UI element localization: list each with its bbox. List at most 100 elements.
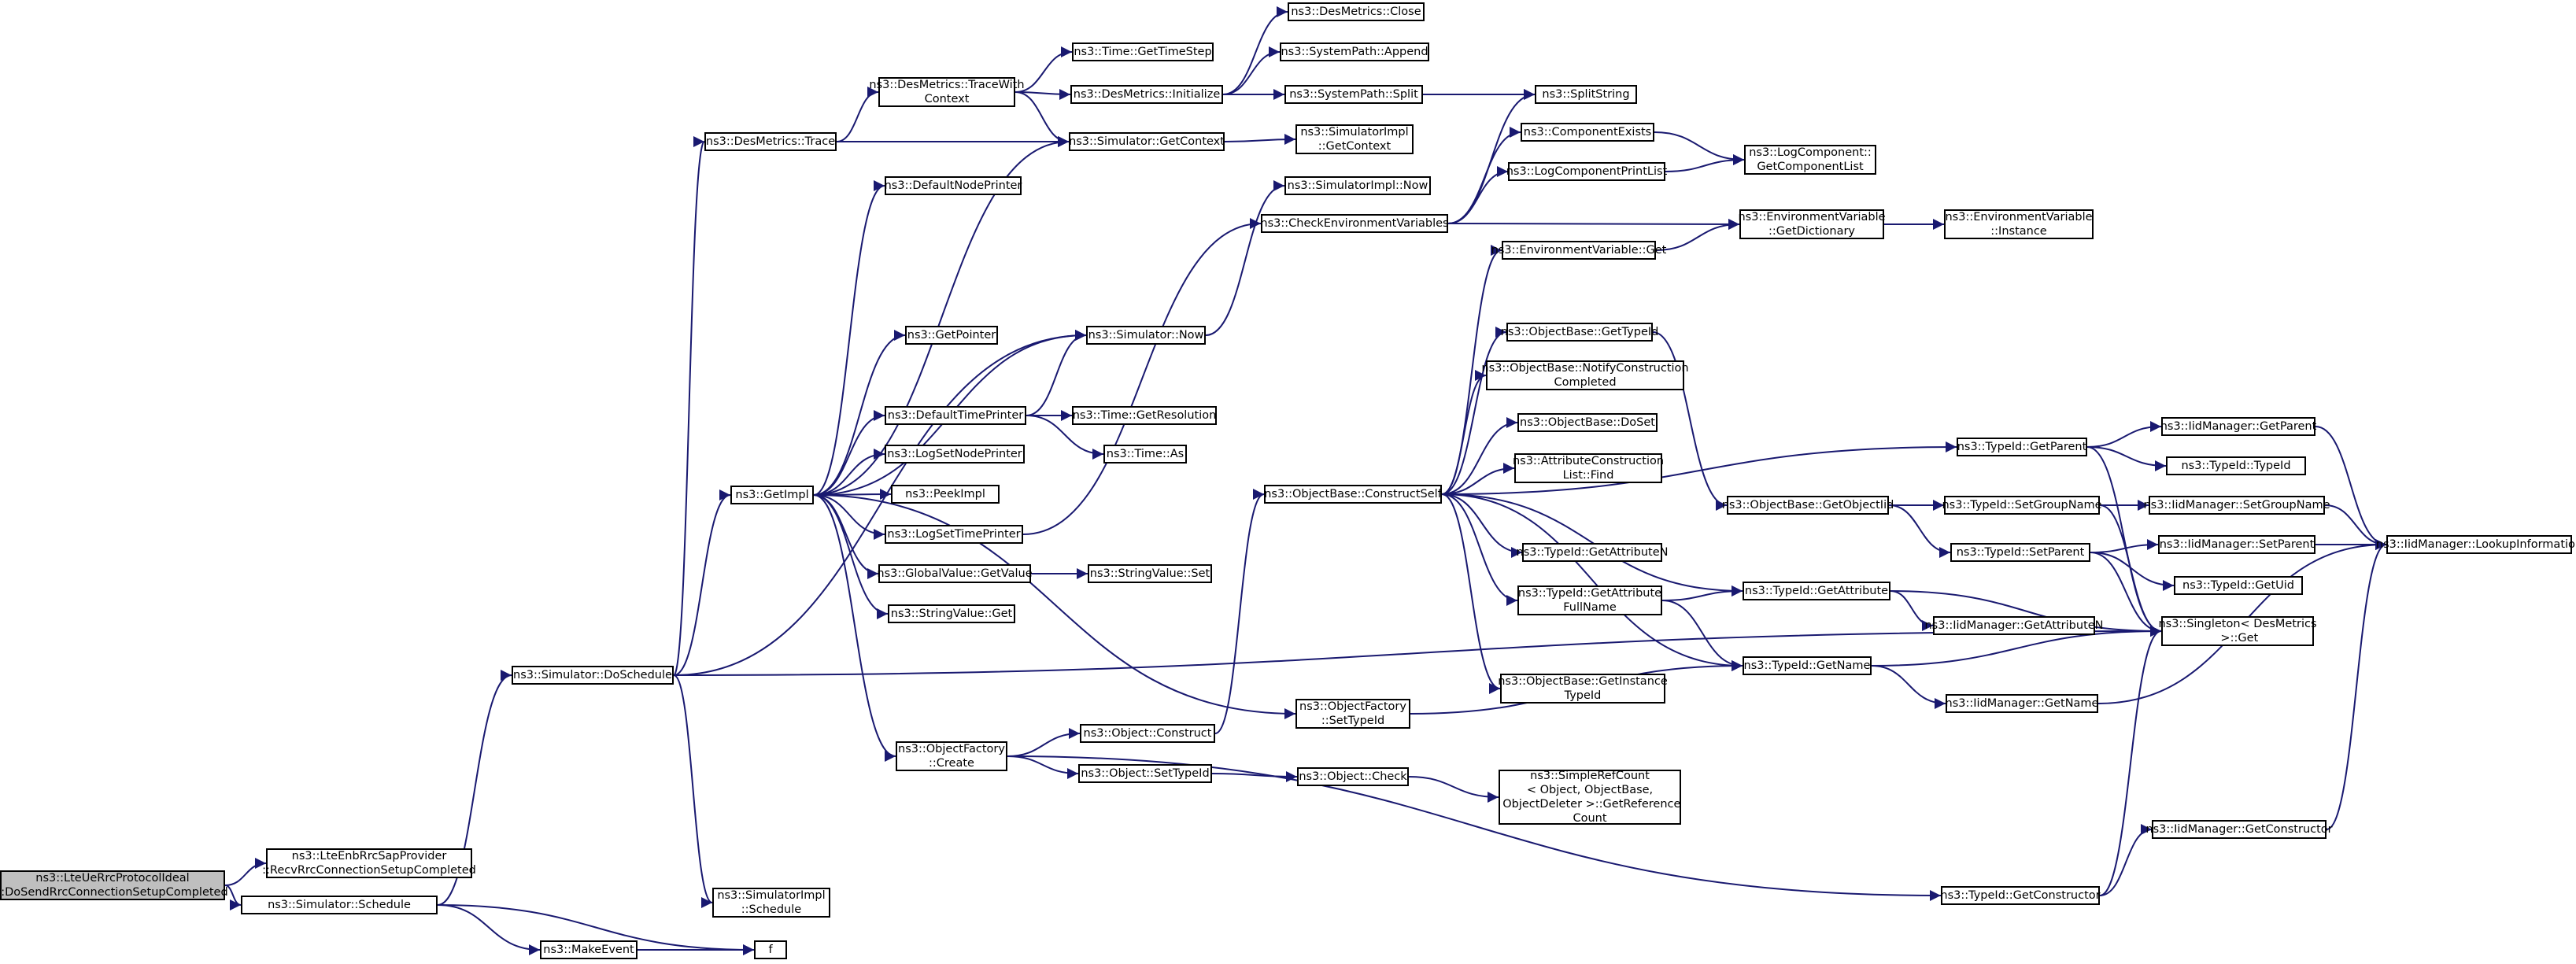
node-typeidsetgroupname[interactable]: ns3::TypeId::SetGroupName	[1942, 496, 2102, 515]
edge-typeidgetparent-to-typeidtypeid	[2086, 446, 2167, 471]
node-logcompgetlist[interactable]: ns3::LogComponent:: GetComponentList	[1744, 145, 1876, 175]
edge-doschedule-to-simimplsched	[673, 674, 713, 908]
edge-typeidgetname-to-iidmgrgetname	[1871, 665, 1946, 709]
node-objcheck[interactable]: ns3::Object::Check	[1297, 767, 1409, 786]
edge-objfactorycreate-to-objconstruct	[1007, 728, 1081, 757]
edge-tracewithctx-to-timegettimestep	[1015, 46, 1073, 93]
edge-compexists-to-logcompgetlist	[1654, 131, 1745, 165]
node-objbasedoset[interactable]: ns3::ObjectBase::DoSet	[1517, 413, 1658, 432]
node-logsettimeprinter[interactable]: ns3::LogSetTimePrinter	[885, 525, 1023, 544]
node-simimplnow[interactable]: ns3::SimulatorImpl::Now	[1284, 176, 1431, 195]
node-objconstruct[interactable]: ns3::Object::Construct	[1080, 724, 1215, 743]
node-tracewithctx[interactable]: ns3::DesMetrics::TraceWith Context	[869, 77, 1025, 107]
edge-typeidgetname-to-singletonget	[1871, 626, 2162, 667]
node-simgetcontext[interactable]: ns3::Simulator::GetContext	[1069, 132, 1225, 151]
edge-getimpl-to-stringvalueget	[813, 494, 889, 619]
node-iidmgrsetgroupname[interactable]: ns3::IidManager::SetGroupName	[2143, 496, 2330, 515]
node-objsettypeid[interactable]: ns3::Object::SetTypeId	[1078, 764, 1212, 783]
edge-checkenv-to-splitstring	[1447, 89, 1536, 224]
node-desclose[interactable]: ns3::DesMetrics::Close	[1288, 2, 1425, 21]
node-envvarinstance[interactable]: ns3::EnvironmentVariable ::Instance	[1944, 209, 2094, 239]
node-constructself[interactable]: ns3::ObjectBase::ConstructSelf	[1264, 485, 1442, 504]
node-splitstring[interactable]: ns3::SplitString	[1535, 85, 1637, 104]
node-timeas[interactable]: ns3::Time::As	[1103, 445, 1187, 464]
node-typeidgetattrfull[interactable]: ns3::TypeId::GetAttribute FullName	[1517, 585, 1662, 615]
edge-defaulttimeprinter-to-simnow	[1026, 330, 1087, 416]
edge-typeidgetparent-to-iidmgrgetparent	[2086, 421, 2162, 448]
node-envvarget[interactable]: ns3::EnvironmentVariable::Get	[1491, 241, 1666, 260]
node-notifyconstruction[interactable]: ns3::ObjectBase::NotifyConstruction Comp…	[1481, 360, 1689, 390]
edge-getimpl-to-defaulttimeprinter	[813, 410, 885, 496]
node-timegetres[interactable]: ns3::Time::GetResolution	[1072, 406, 1217, 425]
node-typeidsetparent[interactable]: ns3::TypeId::SetParent	[1950, 543, 2090, 562]
node-root[interactable]: ns3::LteUeRrcProtocolIdeal ::DoSendRrcCo…	[0, 870, 228, 900]
edge-objconstruct-to-constructself	[1214, 489, 1265, 734]
node-syspathappend[interactable]: ns3::SystemPath::Append	[1280, 42, 1429, 61]
node-defaultnodeprinter[interactable]: ns3::DefaultNodePrinter	[885, 176, 1022, 195]
node-objbasegettypeid[interactable]: ns3::ObjectBase::GetTypeId	[1501, 323, 1658, 342]
node-desinit[interactable]: ns3::DesMetrics::Initialize	[1070, 85, 1223, 104]
node-simplerefcount[interactable]: ns3::SimpleRefCount < Object, ObjectBase…	[1499, 770, 1681, 825]
node-envvargetdict[interactable]: ns3::EnvironmentVariable ::GetDictionary	[1738, 209, 1886, 239]
edge-typeidgetctor-to-singletonget	[2099, 626, 2162, 896]
edge-logcompprintlist-to-logcompgetlist	[1665, 154, 1745, 172]
node-iidmgrgetname[interactable]: ns3::IidManager::GetName	[1946, 694, 2098, 713]
node-stringvalueget[interactable]: ns3::StringValue::Get	[888, 604, 1015, 623]
node-defaulttimeprinter[interactable]: ns3::DefaultTimePrinter	[885, 406, 1026, 425]
node-iidmgrsetparent[interactable]: ns3::IidManager::SetParent	[2158, 535, 2315, 554]
node-schedule[interactable]: ns3::Simulator::Schedule	[241, 896, 438, 914]
node-getpointer[interactable]: ns3::GetPointer	[905, 326, 998, 345]
node-simimplgetctx[interactable]: ns3::SimulatorImpl ::GetContext	[1295, 124, 1414, 154]
node-objfactorysettypeid[interactable]: ns3::ObjectFactory ::SetTypeId	[1295, 699, 1410, 729]
node-iidmgrgetparent[interactable]: ns3::IidManager::GetParent	[2160, 417, 2316, 436]
node-attrconstructionfind[interactable]: ns3::AttributeConstruction List::Find	[1512, 453, 1665, 483]
node-getimpl[interactable]: ns3::GetImpl	[730, 486, 814, 504]
node-makeevent[interactable]: ns3::MakeEvent	[540, 940, 638, 959]
edge-constructself-to-typeidgetattr	[1441, 493, 1743, 596]
node-typeidgetattr[interactable]: ns3::TypeId::GetAttribute	[1743, 582, 1890, 600]
node-compexists[interactable]: ns3::ComponentExists	[1521, 123, 1654, 142]
node-stringvalueset[interactable]: ns3::StringValue::Set	[1088, 564, 1212, 583]
node-singletonget[interactable]: ns3::Singleton< DesMetrics >::Get	[2158, 616, 2317, 646]
node-peekimpl[interactable]: ns3::PeekImpl	[891, 485, 1000, 504]
edge-getobjectiid-to-typeidsetparent	[1888, 504, 1951, 558]
edge-tracewithctx-to-desinit	[1015, 88, 1071, 100]
node-simimplsched[interactable]: ns3::SimulatorImpl ::Schedule	[712, 888, 830, 918]
node-checkenv[interactable]: ns3::CheckEnvironmentVariables	[1260, 214, 1449, 233]
node-f[interactable]: f	[754, 940, 787, 959]
node-syspathsplit[interactable]: ns3::SystemPath::Split	[1284, 85, 1423, 104]
node-objfactorycreate[interactable]: ns3::ObjectFactory ::Create	[896, 741, 1007, 771]
node-typeidgetname[interactable]: ns3::TypeId::GetName	[1743, 656, 1872, 675]
edge-constructself-to-typeidgetname	[1441, 493, 1743, 671]
node-getinstancetypeid[interactable]: ns3::ObjectBase::GetInstance TypeId	[1498, 674, 1668, 704]
node-typeidgetctor[interactable]: ns3::TypeId::GetConstructor	[1940, 886, 2101, 905]
node-getobjectiid[interactable]: ns3::ObjectBase::GetObjectIid	[1722, 496, 1894, 515]
edge-checkenv-to-logcompprintlist	[1447, 166, 1509, 224]
node-typeidtypeid[interactable]: ns3::TypeId::TypeId	[2166, 456, 2306, 475]
edge-desinit-to-desclose	[1222, 6, 1288, 95]
node-logcompprintlist[interactable]: ns3::LogComponentPrintList	[1506, 162, 1667, 181]
node-typeidgetattrn[interactable]: ns3::TypeId::GetAttributeN	[1517, 543, 1669, 562]
edge-getimpl-to-logsetnodeprinter	[813, 449, 885, 496]
node-logsetnodeprinter[interactable]: ns3::LogSetNodePrinter	[885, 445, 1025, 464]
edge-simnow-to-simimplnow	[1205, 180, 1285, 336]
edge-constructself-to-objbasedoset	[1441, 417, 1518, 495]
edge-doschedule-to-getimpl	[673, 489, 731, 676]
edge-getimpl-to-defaultnodeprinter	[813, 180, 885, 496]
edge-constructself-to-objbasegettypeid	[1441, 327, 1507, 495]
node-destrace[interactable]: ns3::DesMetrics::Trace	[704, 132, 837, 151]
node-iidmgrlookup[interactable]: ns3::IidManager::LookupInformation	[2376, 535, 2576, 554]
edge-constructself-to-notifyconstruction	[1441, 370, 1487, 495]
node-iidmgrgetctor[interactable]: ns3::IidManager::GetConstructor	[2145, 820, 2333, 839]
node-recv[interactable]: ns3::LteEnbRrcSapProvider ::RecvRrcConne…	[262, 848, 476, 878]
node-typeidgetuid[interactable]: ns3::TypeId::GetUid	[2174, 576, 2303, 595]
edge-iidmgrgetctor-to-iidmgrlookup	[2326, 539, 2387, 830]
node-doschedule[interactable]: ns3::Simulator::DoSchedule	[512, 666, 674, 685]
node-typeidgetparent[interactable]: ns3::TypeId::GetParent	[1957, 438, 2087, 456]
node-timegettimestep[interactable]: ns3::Time::GetTimeStep	[1072, 42, 1214, 61]
node-simnow[interactable]: ns3::Simulator::Now	[1086, 326, 1206, 345]
node-globalvalueget[interactable]: ns3::GlobalValue::GetValue	[877, 564, 1033, 583]
node-iidmgrgetattrn[interactable]: ns3::IidManager::GetAttributeN	[1924, 616, 2104, 635]
edge-typeidgetattrfull-to-typeidgetattr	[1661, 585, 1743, 601]
